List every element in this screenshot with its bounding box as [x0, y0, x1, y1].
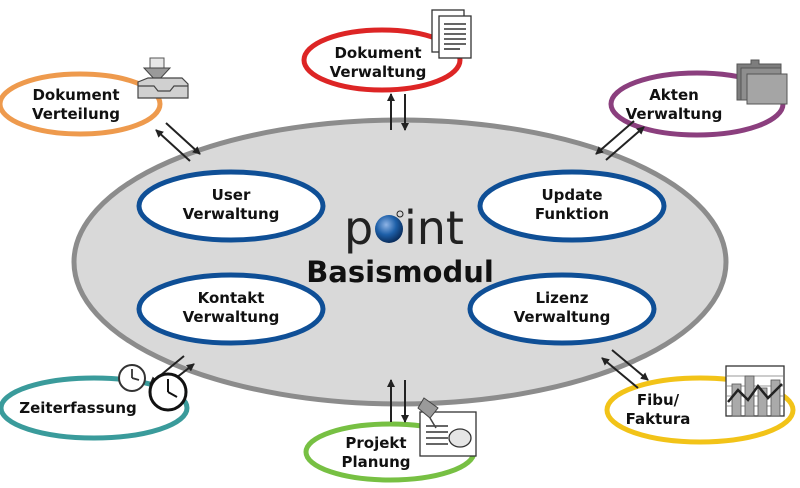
logo-letter-p: p: [344, 201, 373, 255]
logo-dot-icon: [375, 215, 403, 243]
sat-akten-verwaltung-line2: Verwaltung: [625, 105, 723, 123]
sat-fibu-faktura-line1: Fibu/: [636, 391, 680, 409]
pushpin-document-icon: [417, 397, 477, 457]
inbox-download-icon: [137, 57, 189, 99]
sat-dokument-verteilung-line2: Verteilung: [31, 105, 121, 123]
sat-akten-verwaltung-line1: Akten: [649, 86, 699, 104]
inner-kontakt-line2: Verwaltung: [182, 308, 280, 326]
core-title: Basismodul: [306, 255, 494, 289]
inner-lizenz-label: Lizenz Verwaltung: [492, 289, 632, 327]
document-icon: [431, 9, 472, 59]
inner-lizenz-line1: Lizenz: [535, 289, 589, 307]
inner-lizenz-line2: Verwaltung: [513, 308, 611, 326]
inner-update-ellipse: [477, 169, 667, 243]
sat-zeiterfassung-label: Zeiterfassung: [8, 399, 148, 418]
inner-update-line1: Update: [541, 186, 603, 204]
sat-fibu-faktura-line2: Faktura: [625, 410, 691, 428]
logo-registered-icon: [396, 210, 404, 218]
arrow-to-akten-verwaltung: [605, 126, 645, 161]
inner-user-label: User Verwaltung: [161, 186, 301, 224]
inner-user-line1: User: [211, 186, 251, 204]
logo-letters-int: int: [404, 201, 464, 255]
folder-files-icon: [736, 59, 788, 105]
sat-projekt-planung-line1: Projekt: [345, 434, 407, 452]
sat-fibu-faktura-label: Fibu/ Faktura: [598, 391, 718, 429]
bar-chart-icon: [725, 365, 785, 417]
inner-update-label: Update Funktion: [502, 186, 642, 224]
sat-dokument-verteilung-ellipse: [0, 71, 163, 137]
arrow-to-dokument-verteilung: [155, 129, 191, 162]
sat-zeiterfassung-line1: Zeiterfassung: [19, 399, 137, 417]
arrow-from-fibu-faktura: [601, 357, 639, 389]
sat-dokument-verteilung-line1: Dokument: [32, 86, 120, 104]
sat-projekt-planung-line2: Planung: [341, 453, 411, 471]
connector-arrows: [149, 93, 649, 423]
sat-zeiterfassung-ellipse: [0, 375, 190, 441]
arrow-from-akten-verwaltung: [595, 120, 635, 155]
sat-dokument-verwaltung-ellipse: [301, 27, 463, 93]
sat-projekt-planung-label: Projekt Planung: [316, 434, 436, 472]
inner-kontakt-line1: Kontakt: [197, 289, 265, 307]
point-logo: p int: [344, 201, 464, 255]
inner-lizenz-ellipse: [467, 272, 657, 346]
sat-dokument-verteilung-label: Dokument Verteilung: [16, 86, 136, 124]
inner-kontakt-ellipse: [136, 272, 326, 346]
sat-akten-verwaltung-label: Akten Verwaltung: [614, 86, 734, 124]
arrow-to-fibu-faktura: [611, 349, 649, 381]
sat-dokument-verwaltung-line1: Dokument: [334, 44, 422, 62]
sat-dokument-verwaltung-label: Dokument Verwaltung: [318, 44, 438, 82]
inner-kontakt-label: Kontakt Verwaltung: [161, 289, 301, 327]
inner-user-line2: Verwaltung: [182, 205, 280, 223]
inner-update-line2: Funktion: [534, 205, 610, 223]
sat-dokument-verwaltung-line2: Verwaltung: [329, 63, 427, 81]
inner-user-ellipse: [136, 169, 326, 243]
arrow-from-dokument-verteilung: [165, 122, 201, 155]
clock-icon: [118, 364, 188, 412]
